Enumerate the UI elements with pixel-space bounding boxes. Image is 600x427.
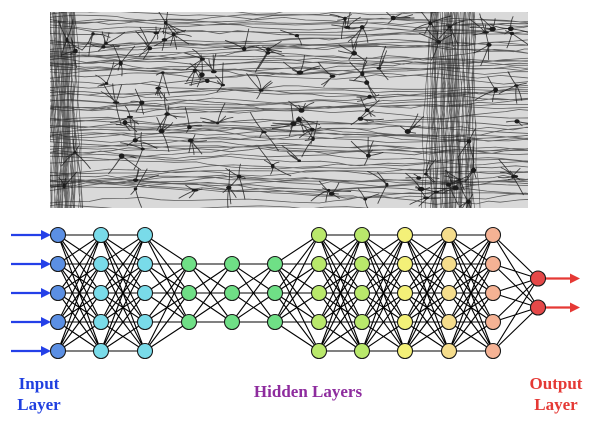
edges-layer-4-to-5 <box>231 263 276 323</box>
node-8-3 <box>396 313 414 331</box>
micrograph-vertical-fibers <box>50 12 481 208</box>
node-8-1 <box>396 255 414 273</box>
edges-layer-8-to-9 <box>404 234 450 352</box>
node-6-4 <box>310 342 328 360</box>
layer-3 <box>180 255 198 331</box>
output-label-line2: Layer <box>534 395 578 414</box>
node-6-3 <box>310 313 328 331</box>
layer-11 <box>529 270 547 316</box>
layer-5 <box>266 255 284 331</box>
input-arrow-head <box>41 288 51 298</box>
input-arrow-head <box>41 317 51 327</box>
output-label-line1: Output <box>529 374 583 393</box>
edges-layer-5-to-6 <box>274 234 320 352</box>
edges-layer-6-to-7 <box>318 234 363 352</box>
node-2-1 <box>136 255 154 273</box>
node-11-1 <box>529 299 547 316</box>
node-10-1 <box>484 255 502 273</box>
output-layer-label: Output Layer <box>522 373 590 415</box>
node-6-2 <box>310 284 328 302</box>
node-9-2 <box>440 284 458 302</box>
node-7-2 <box>353 284 371 302</box>
node-7-0 <box>353 226 371 244</box>
edges-layer-3-to-4 <box>188 263 233 323</box>
node-6-0 <box>310 226 328 244</box>
output-arrows <box>546 273 580 313</box>
input-arrows <box>11 230 51 356</box>
node-0-4 <box>49 342 67 360</box>
node-3-1 <box>180 284 198 302</box>
edges-layer-10-to-11 <box>492 234 539 352</box>
node-2-4 <box>136 342 154 360</box>
layer-8 <box>396 226 414 360</box>
node-4-1 <box>223 284 241 302</box>
micrograph-dendrites <box>50 12 528 208</box>
node-2-3 <box>136 313 154 331</box>
node-0-1 <box>49 255 67 273</box>
layer-6 <box>310 226 328 360</box>
node-1-4 <box>92 342 110 360</box>
node-3-2 <box>180 313 198 331</box>
layer-10 <box>484 226 502 360</box>
edges-layer-7-to-8 <box>361 234 406 352</box>
node-1-1 <box>92 255 110 273</box>
node-0-3 <box>49 313 67 331</box>
node-5-1 <box>266 284 284 302</box>
edges-layer-9-to-10 <box>448 234 494 352</box>
io-arrows <box>11 230 580 356</box>
node-1-0 <box>92 226 110 244</box>
micrograph-fibers <box>50 12 528 208</box>
layer-4 <box>223 255 241 331</box>
layer-2 <box>136 226 154 360</box>
node-0-0 <box>49 226 67 244</box>
node-1-2 <box>92 284 110 302</box>
edges-layer-1-to-2 <box>100 234 146 352</box>
input-arrow-head <box>41 259 51 269</box>
input-arrow-head <box>41 230 51 240</box>
node-2-0 <box>136 226 154 244</box>
node-1-3 <box>92 313 110 331</box>
node-9-1 <box>440 255 458 273</box>
layer-7 <box>353 226 371 360</box>
node-7-1 <box>353 255 371 273</box>
layer-0 <box>49 226 67 360</box>
layer-9 <box>440 226 458 360</box>
node-11-0 <box>529 270 547 287</box>
node-4-2 <box>223 313 241 331</box>
node-7-3 <box>353 313 371 331</box>
node-4-0 <box>223 255 241 273</box>
node-2-2 <box>136 284 154 302</box>
node-8-0 <box>396 226 414 244</box>
node-3-0 <box>180 255 198 273</box>
node-5-2 <box>266 313 284 331</box>
node-9-0 <box>440 226 458 244</box>
output-arrow-head <box>570 302 580 313</box>
node-6-1 <box>310 255 328 273</box>
input-label-line2: Layer <box>17 395 61 414</box>
neuron-micrograph-image <box>50 12 528 208</box>
node-9-4 <box>440 342 458 360</box>
node-8-2 <box>396 284 414 302</box>
hidden-layers-label: Hidden Layers <box>253 382 363 401</box>
node-9-3 <box>440 313 458 331</box>
input-layer-label: Input Layer <box>8 373 70 415</box>
output-arrow-head <box>570 273 580 284</box>
network-connections <box>57 234 539 352</box>
node-10-0 <box>484 226 502 244</box>
edges-layer-2-to-3 <box>144 234 190 352</box>
layer-1 <box>92 226 110 360</box>
node-5-0 <box>266 255 284 273</box>
input-label-line1: Input <box>18 374 60 393</box>
node-10-3 <box>484 313 502 331</box>
node-8-4 <box>396 342 414 360</box>
node-10-4 <box>484 342 502 360</box>
input-arrow-head <box>41 346 51 356</box>
edges-layer-0-to-1 <box>57 234 102 352</box>
node-0-2 <box>49 284 67 302</box>
node-10-2 <box>484 284 502 302</box>
node-7-4 <box>353 342 371 360</box>
network-nodes <box>49 226 547 360</box>
